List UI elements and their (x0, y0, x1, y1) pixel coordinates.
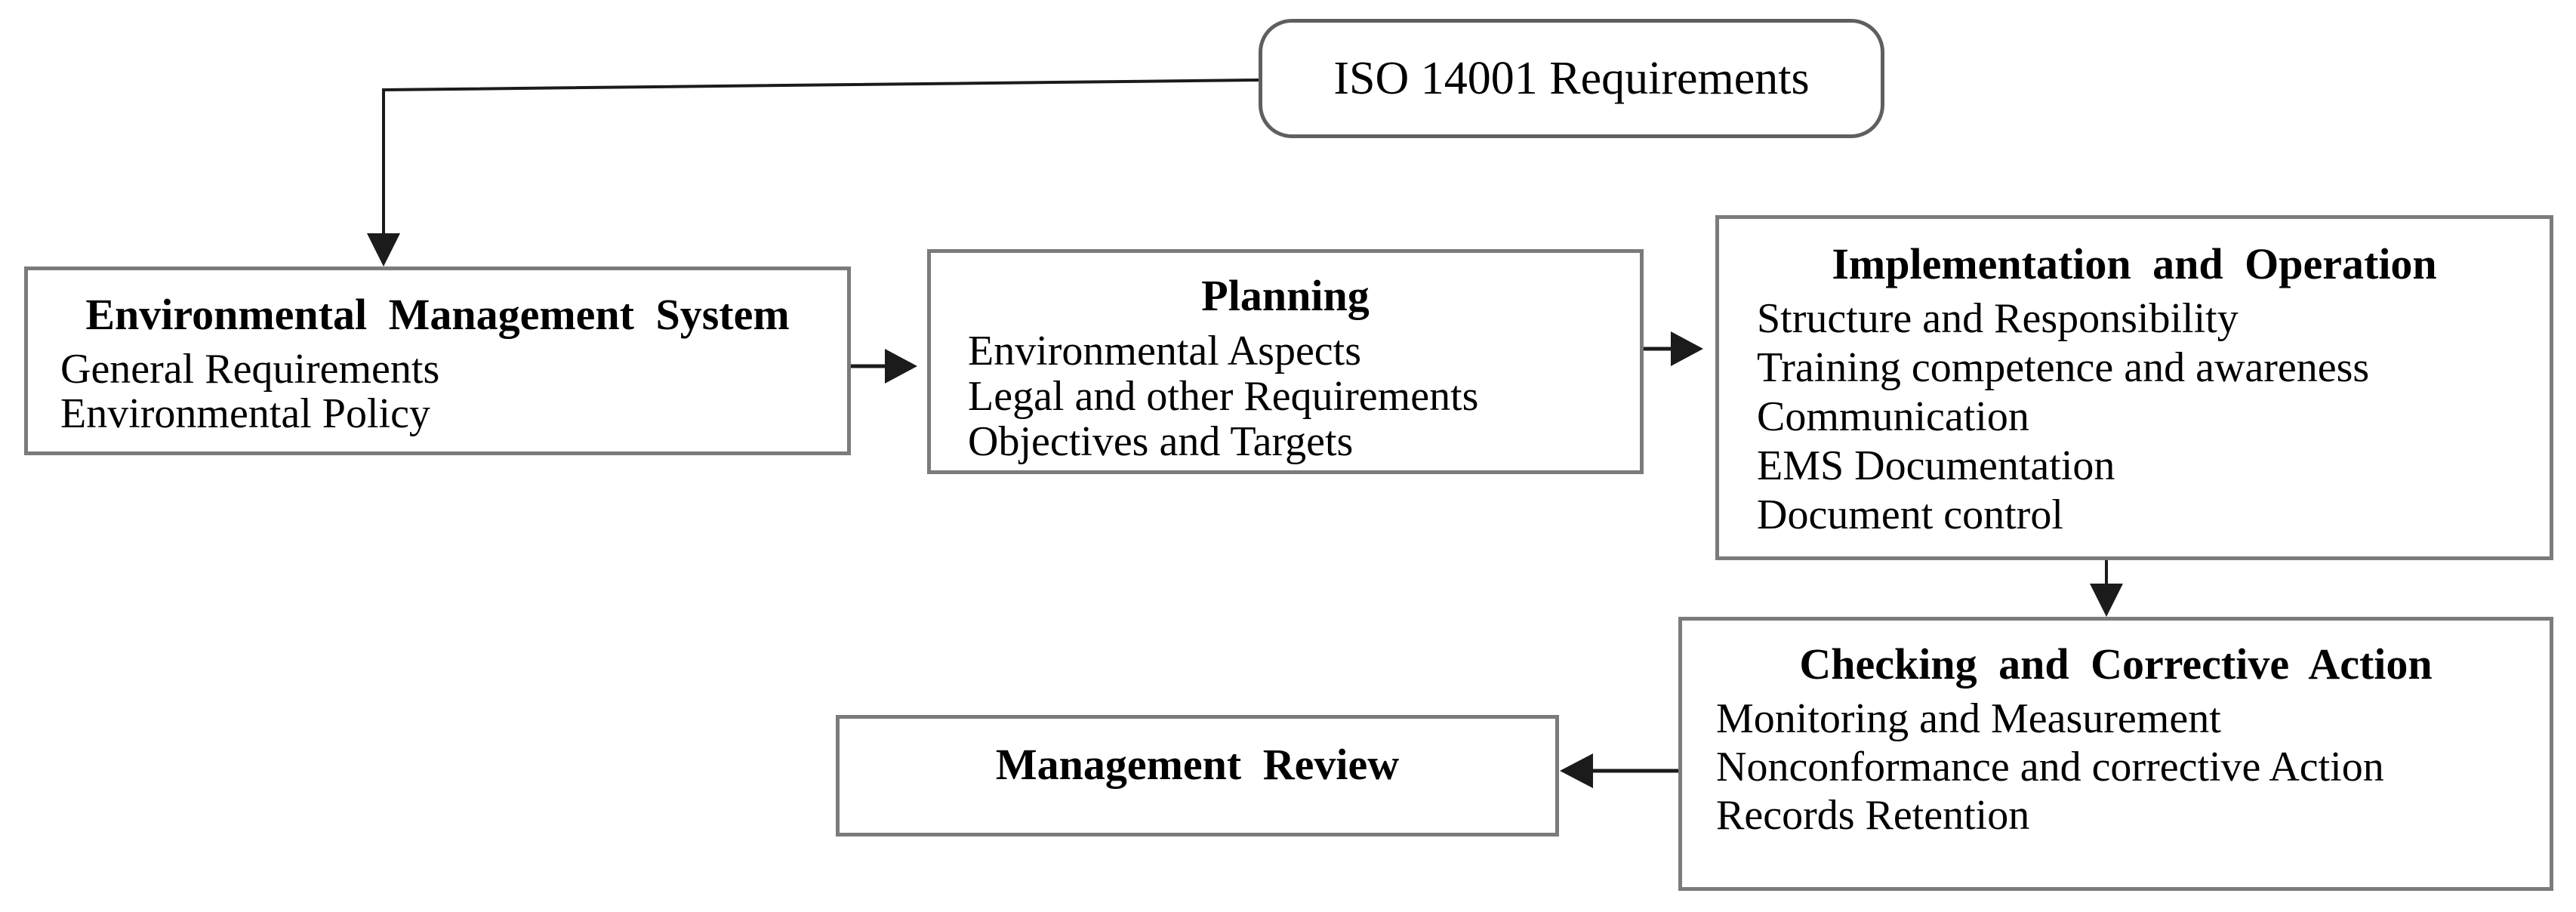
implementation-title: Implementation and Operation (1832, 239, 2437, 288)
ems-title: Environmental Management System (85, 290, 790, 339)
planning-item-legal-requirements: Legal and other Requirements (968, 373, 1479, 420)
implementation-items: Structure and Responsibility Training co… (1719, 294, 2550, 540)
checking-item-records-retention: Records Retention (1716, 792, 2030, 839)
checking-title: Checking and Corrective Action (1799, 639, 2433, 689)
ems-items: General Requirements Environmental Polic… (28, 347, 847, 436)
ems-box: Environmental Management System General … (24, 267, 851, 455)
checking-items: Monitoring and Measurement Nonconformanc… (1682, 695, 2550, 840)
planning-item-environmental-aspects: Environmental Aspects (968, 328, 1362, 374)
planning-title: Planning (1201, 271, 1370, 320)
connector-implementation-to-checking (2090, 560, 2123, 617)
ems-item-general-requirements: General Requirements (60, 346, 440, 393)
ems-item-environmental-policy: Environmental Policy (60, 390, 430, 437)
implementation-item-training-competence-awareness: Training competence and awareness (1757, 344, 2370, 391)
planning-box: Planning Environmental Aspects Legal and… (927, 249, 1644, 474)
management-review-box: Management Review (836, 715, 1559, 837)
connector-checking-to-review (1560, 753, 1678, 788)
planning-item-objectives-targets: Objectives and Targets (968, 418, 1354, 465)
checking-item-nonconformance-corrective-action: Nonconformance and corrective Action (1716, 744, 2384, 790)
iso-requirements-box: ISO 14001 Requirements (1259, 19, 1884, 138)
planning-items: Environmental Aspects Legal and other Re… (931, 328, 1640, 464)
checking-box: Checking and Corrective Action Monitorin… (1678, 617, 2553, 891)
management-review-title: Management Review (995, 740, 1400, 789)
iso-requirements-label: ISO 14001 Requirements (1333, 52, 1810, 104)
implementation-item-structure-responsibility: Structure and Responsibility (1757, 295, 2239, 342)
implementation-item-document-control: Document control (1757, 491, 2063, 538)
checking-item-monitoring-measurement: Monitoring and Measurement (1716, 695, 2221, 742)
implementation-item-communication: Communication (1757, 393, 2029, 440)
connector-planning-to-implementation (1644, 331, 1703, 366)
connector-ems-to-planning (851, 349, 917, 384)
connector-iso-to-ems (367, 79, 1259, 267)
implementation-box: Implementation and Operation Structure a… (1715, 215, 2553, 560)
implementation-item-ems-documentation: EMS Documentation (1757, 442, 2115, 489)
